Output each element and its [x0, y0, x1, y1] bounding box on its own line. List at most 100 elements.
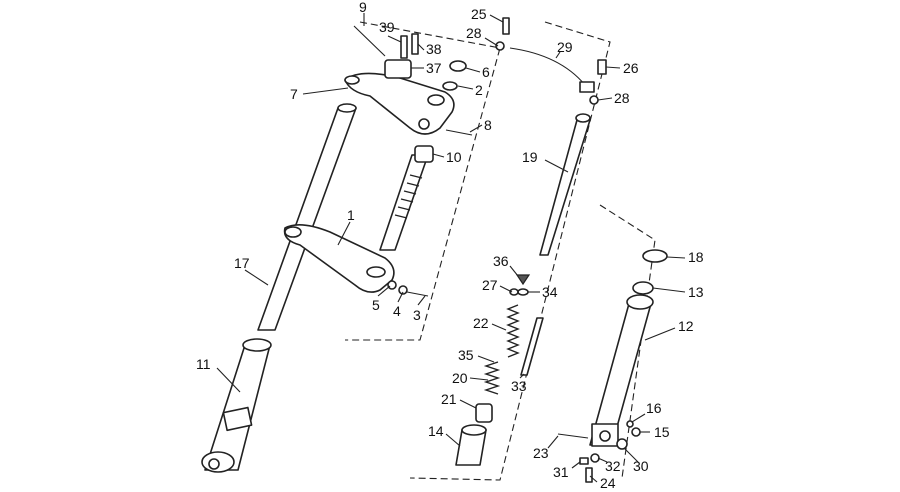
- leader-27: [499, 285, 513, 293]
- leader-29: [555, 51, 561, 59]
- callout-20: 20: [452, 370, 468, 386]
- nut-30: [616, 438, 628, 450]
- fork-tube-left-top: [337, 103, 357, 113]
- callout-7: 7: [290, 86, 298, 102]
- fork-slider-right-top: [626, 294, 654, 310]
- damper-cone: [515, 274, 531, 286]
- stem-nut: [449, 60, 467, 72]
- leader-16: [631, 413, 646, 423]
- fork-slider-left: [204, 344, 271, 471]
- callout-22: 22: [473, 315, 489, 331]
- group-boundary-top-yoke: [345, 21, 501, 341]
- axle-hole-left: [208, 458, 220, 470]
- callout-18: 18: [688, 249, 704, 265]
- steering-stem-spring: [394, 174, 423, 219]
- leader-28b: [597, 97, 613, 101]
- group-boundary-damper-rod: [409, 21, 611, 481]
- callout-17: 17: [234, 255, 250, 271]
- callout-38: 38: [426, 41, 442, 57]
- callout-28b: 28: [614, 90, 630, 106]
- callout-8: 8: [484, 117, 492, 133]
- oil-seal-18: [642, 249, 668, 263]
- callout-36: 36: [493, 253, 509, 269]
- washer-28-bottom: [589, 95, 599, 105]
- washer-4: [398, 285, 408, 295]
- stem-washer: [442, 81, 458, 91]
- callout-29: 29: [557, 39, 573, 55]
- leader-22: [491, 323, 507, 331]
- stem-bushing: [414, 145, 434, 163]
- leader-10: [432, 153, 445, 158]
- damper-rod: [539, 119, 591, 256]
- dust-cover-13: [632, 281, 654, 295]
- washer-5: [387, 280, 397, 290]
- leader-12: [644, 327, 676, 341]
- callout-14: 14: [428, 423, 444, 439]
- bolt-3: [406, 291, 429, 297]
- drain-screw-31: [579, 457, 589, 465]
- leader-36: [509, 265, 519, 277]
- fork-spring-20: [483, 361, 501, 395]
- callout-4: 4: [393, 303, 401, 319]
- callout-34: 34: [542, 284, 558, 300]
- leader-14: [445, 433, 461, 447]
- callout-23: 23: [533, 445, 549, 461]
- callout-10: 10: [446, 149, 462, 165]
- callout-37: 37: [426, 60, 442, 76]
- leader-23: [547, 435, 559, 449]
- leader-28a: [484, 37, 499, 47]
- callout-12: 12: [678, 318, 694, 334]
- leader-35: [477, 355, 495, 363]
- lower-yoke-hole-left: [284, 226, 302, 238]
- leader-31: [571, 461, 581, 469]
- callout-3: 3: [413, 307, 421, 323]
- leader-5: [377, 285, 391, 297]
- callout-33: 33: [511, 378, 527, 394]
- leader-3: [417, 295, 426, 306]
- callout-1: 1: [347, 207, 355, 223]
- leader-13: [652, 287, 686, 293]
- fork-slider-left-top: [242, 338, 272, 352]
- top-yoke-stem-nut: [418, 118, 430, 130]
- leader-39: [387, 35, 402, 43]
- fork-spring-22: [506, 304, 520, 358]
- leader-4: [397, 291, 404, 303]
- callout-5: 5: [372, 297, 380, 313]
- leader-18: [666, 256, 686, 259]
- spring-guide-rod-33: [520, 317, 544, 376]
- fork-tube-left: [257, 107, 357, 331]
- callout-39: 39: [379, 19, 395, 35]
- leader-26: [605, 66, 621, 69]
- lower-yoke: [283, 224, 395, 293]
- pinch-bolt-8: [445, 129, 473, 136]
- leader-17: [244, 269, 269, 286]
- leader-11: [216, 367, 241, 393]
- clamp-bolt-39: [400, 35, 408, 59]
- top-yoke-hole-right: [427, 94, 445, 106]
- callout-32: 32: [605, 458, 621, 474]
- callout-16: 16: [646, 400, 662, 416]
- leader-6: [465, 67, 481, 73]
- steering-stem-tube: [379, 154, 429, 251]
- bushing-21: [475, 403, 493, 423]
- callout-19: 19: [522, 149, 538, 165]
- damper-rod-cap: [575, 113, 591, 123]
- callout-11: 11: [196, 356, 211, 372]
- callout-13: 13: [688, 284, 704, 300]
- leader-25: [489, 14, 504, 23]
- axle-hole-right: [599, 430, 611, 442]
- callout-30: 30: [633, 458, 649, 474]
- callout-24: 24: [600, 475, 616, 491]
- callout-6: 6: [482, 64, 490, 80]
- screw-16: [626, 420, 634, 428]
- callout-21: 21: [441, 391, 457, 407]
- damper-cylinder-14-top: [461, 424, 487, 436]
- leader-33: [519, 373, 525, 379]
- leader-24: [589, 475, 598, 483]
- leader-20: [469, 377, 489, 381]
- top-yoke-hole-left: [344, 75, 360, 85]
- callout-35: 35: [458, 347, 474, 363]
- leader-21: [459, 399, 477, 409]
- callout-27: 27: [482, 277, 498, 293]
